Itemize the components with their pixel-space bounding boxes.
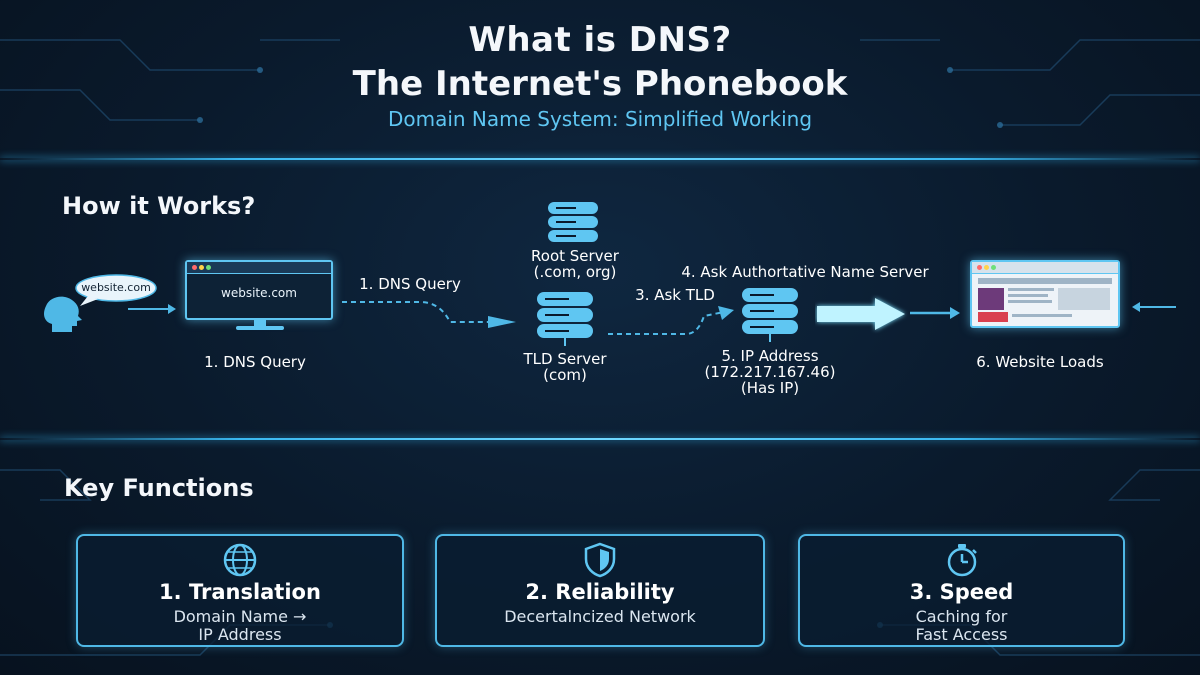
arrow-dns-query-label: 1. DNS Query bbox=[359, 275, 461, 293]
card-description: Decertalncized Network bbox=[437, 608, 763, 626]
step-dns-query-label: 1. DNS Query bbox=[204, 353, 306, 371]
bubble-text: website.com bbox=[81, 281, 151, 294]
tld-server-icon bbox=[537, 292, 593, 346]
browser-tab-bar bbox=[187, 262, 331, 274]
card-desc-line1: Caching for bbox=[915, 607, 1008, 626]
arrow-to-website bbox=[910, 307, 960, 319]
key-functions-heading: Key Functions bbox=[64, 474, 254, 502]
shield-icon bbox=[584, 542, 616, 578]
ip-address-note: (Has IP) bbox=[740, 379, 800, 397]
website-loads-label: 6. Website Loads bbox=[976, 353, 1104, 371]
function-card-speed: 3. Speed Caching for Fast Access bbox=[798, 534, 1125, 647]
website-tab-bar bbox=[972, 262, 1118, 274]
card-title: 3. Speed bbox=[909, 580, 1014, 604]
tld-server-sub: (com) bbox=[543, 366, 587, 384]
card-description: Domain Name → IP Address bbox=[78, 608, 402, 644]
root-server-label: Root Server bbox=[531, 247, 619, 265]
header-divider bbox=[0, 158, 1200, 160]
browser-url: website.com bbox=[221, 286, 297, 300]
big-forward-arrow bbox=[817, 298, 905, 330]
monitor-stand bbox=[236, 320, 284, 330]
authoritative-server-icon bbox=[742, 288, 798, 342]
arrow-return bbox=[1132, 302, 1176, 312]
card-title: 2. Reliability bbox=[525, 580, 675, 604]
root-server-sub: (.com, org) bbox=[533, 263, 617, 281]
function-card-translation: 1. Translation Domain Name → IP Address bbox=[76, 534, 404, 647]
dns-query-dashed-arrow bbox=[342, 301, 516, 328]
user-head-icon bbox=[44, 296, 82, 332]
function-card-reliability: 2. Reliability Decertalncized Network bbox=[435, 534, 765, 647]
card-title: 1. Translation bbox=[159, 580, 321, 604]
how-it-works-heading: How it Works? bbox=[62, 192, 256, 220]
browser-window: website.com bbox=[185, 260, 333, 320]
card-description: Caching for Fast Access bbox=[800, 608, 1123, 644]
website-content-preview bbox=[978, 278, 1112, 322]
middle-divider bbox=[0, 438, 1200, 440]
website-window bbox=[970, 260, 1120, 328]
tld-server-label: TLD Server bbox=[523, 350, 607, 368]
card-desc-line2: Fast Access bbox=[915, 625, 1008, 644]
ask-tld-label: 3. Ask TLD bbox=[635, 286, 715, 304]
root-server-icon bbox=[548, 202, 598, 242]
page-title: What is DNS? bbox=[468, 20, 732, 60]
card-desc-line2: IP Address bbox=[198, 625, 282, 644]
ip-address-value: (172.217.167.46) bbox=[704, 363, 836, 381]
page-title-line2: The Internet's Phonebook bbox=[352, 64, 848, 104]
arrow-to-browser bbox=[128, 304, 176, 314]
page-subtitle: Domain Name System: Simplified Working bbox=[387, 107, 813, 131]
speech-bubble bbox=[75, 274, 157, 306]
card-desc-line1: Domain Name → bbox=[173, 607, 307, 626]
stopwatch-icon bbox=[947, 544, 977, 577]
globe-icon bbox=[223, 543, 257, 577]
ask-authoritative-label: 4. Ask Authortative Name Server bbox=[681, 263, 929, 281]
card-desc-line1: Decertalncized Network bbox=[504, 607, 696, 626]
ask-tld-dashed-arrow bbox=[608, 306, 734, 335]
ip-address-label: 5. IP Address bbox=[721, 347, 819, 365]
